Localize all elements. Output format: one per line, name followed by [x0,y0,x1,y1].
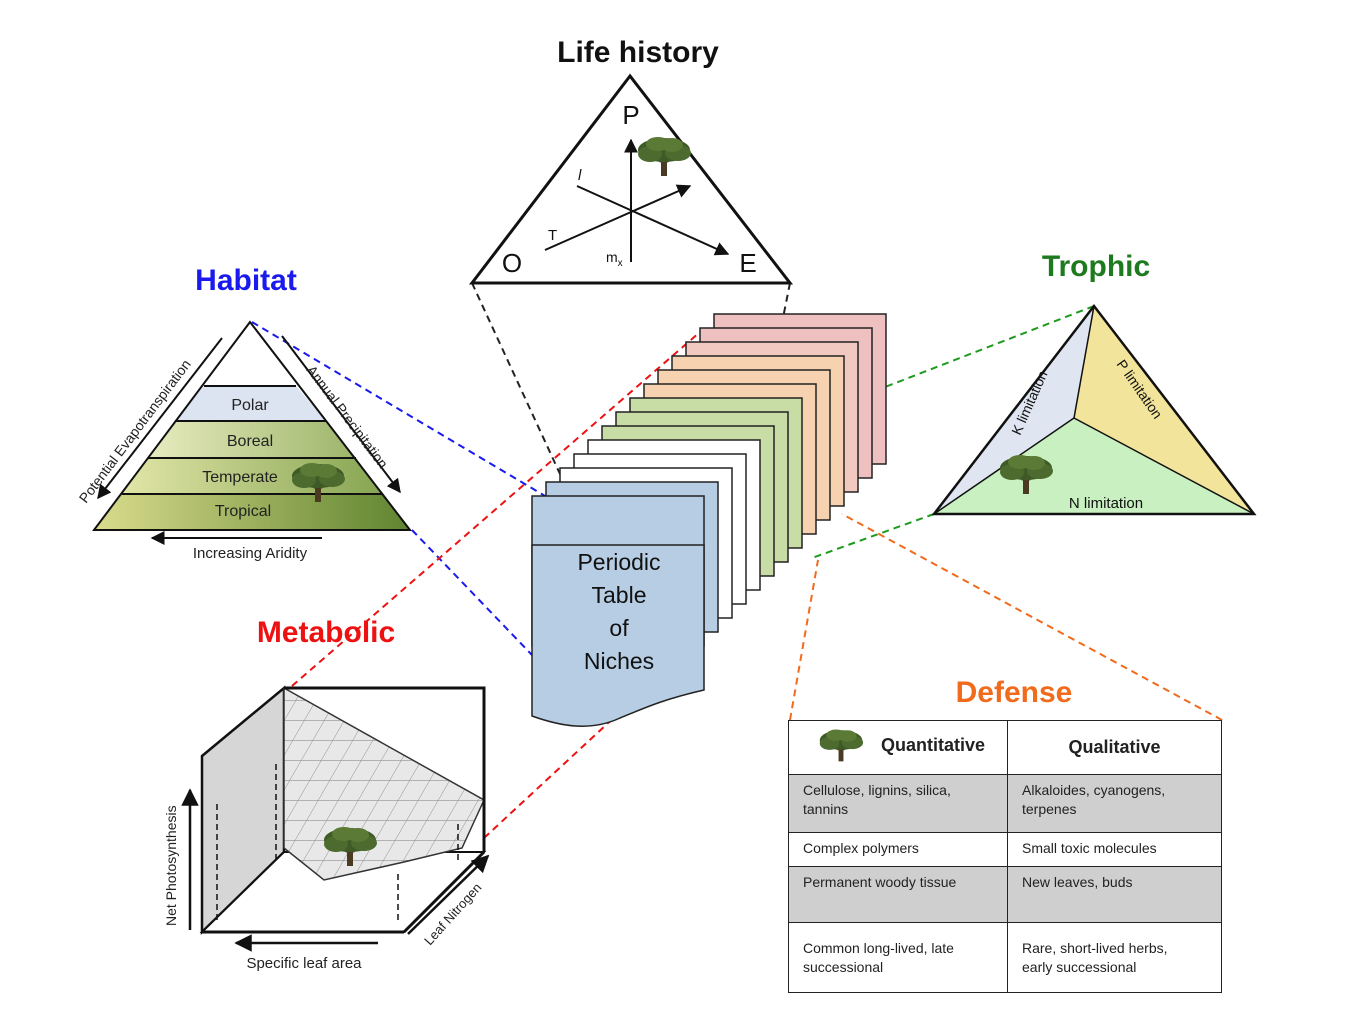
corner-p-label: P [622,100,639,130]
cell-q1: Permanent woody tissue [788,866,1008,923]
band-tropical-label: Tropical [215,503,271,520]
table-row: Permanent woody tissue New leaves, buds [788,866,1222,923]
trophic-connector-top [799,305,1095,421]
axis-t-label: T [548,227,557,244]
tree-icon [818,728,864,763]
cell-q2: Small toxic molecules [1007,832,1222,867]
cell-q1b: successional [803,958,884,975]
defense-connector-right [841,513,1223,721]
metabolic-panel: Metabolic Net Photosynthesis Specific le… [163,616,490,972]
corner-e-label: E [739,248,756,278]
lifehistory-connector-left [471,282,573,501]
bottom-axis-label: Increasing Aridity [193,545,308,562]
y-axis-label: Net Photosynthesis [163,805,179,926]
trophic-panel: Trophic K limitation P limitation N limi… [931,250,1257,516]
habitat-triangle-outline [92,320,413,531]
band-temperate-label: Temperate [202,469,278,486]
defense-title: Defense [956,676,1073,709]
center-line-2: Table [592,582,647,608]
front-card [531,544,705,727]
cell-q2: Alkaloides, cyanogens, [1022,782,1166,798]
niche-card-stack [531,313,887,727]
center-line-3: of [609,615,629,641]
band-tropical-shape [94,494,410,530]
table-row: Complex polymers Small toxic molecules [788,832,1222,867]
qualitative-header: Qualitative [1007,720,1222,775]
cell-q2: Rare, short-lived herbs, [1022,939,1168,956]
trophic-connector-bottom [811,513,935,559]
band-polar-shape [175,386,326,421]
defense-connector-left [789,559,819,721]
cell-q1: Complex polymers [788,832,1008,867]
habitat-connector-top [251,321,573,513]
x-axis-label: Specific leaf area [246,955,362,972]
table-row: Common long-lived, late successional Rare… [788,922,1222,993]
center-line-1: Periodic [577,549,660,575]
life-history-axes [544,138,730,262]
metabolic-title: Metabolic [257,616,395,649]
band-boreal-label: Boreal [227,433,273,450]
habitat-triangle-top [204,322,296,386]
life-history-title: Life history [557,36,719,69]
defense-table: Quantitative Qualitative Cellulose, lign… [788,720,1222,993]
habitat-panel: Habitat Polar Boreal Temperate Tropical … [76,264,413,562]
band-polar-label: Polar [231,397,269,414]
p-region [1074,306,1254,514]
cell-q2: New leaves, buds [1007,866,1222,923]
cell-q2b: terpenes [1022,801,1077,817]
trophic-title: Trophic [1042,250,1150,283]
cell-q1b: tannins [803,801,849,817]
cell-q1: Cellulose, lignins, silica, [803,782,951,798]
band-boreal-shape [148,421,356,458]
center-title: Periodic Table of Niches [577,549,660,674]
quantitative-header: Quantitative [788,720,1008,775]
trophic-triangle [931,303,1257,516]
cell-q2b: early successional [1022,958,1137,975]
metabolic-connector-top [291,331,701,687]
metabolic-connector-bottom [483,711,621,839]
habitat-title: Habitat [195,264,297,297]
life-history-panel: Life history P O E l T mx [468,36,794,285]
axis-l-label: l [578,167,582,184]
quantitative-header-label: Quantitative [880,734,986,755]
habitat-connector-bottom [411,529,533,656]
center-line-4: Niches [584,648,654,674]
defense-header-row: Quantitative Qualitative [788,720,1222,775]
corner-o-label: O [502,248,522,278]
n-region [934,418,1254,514]
n-limitation-label: N limitation [1069,495,1143,512]
axis-m-label: mx [606,249,623,269]
table-row: Cellulose, lignins, silica, tannins Alkal… [788,774,1222,833]
cell-q1: Common long-lived, late [803,939,954,956]
